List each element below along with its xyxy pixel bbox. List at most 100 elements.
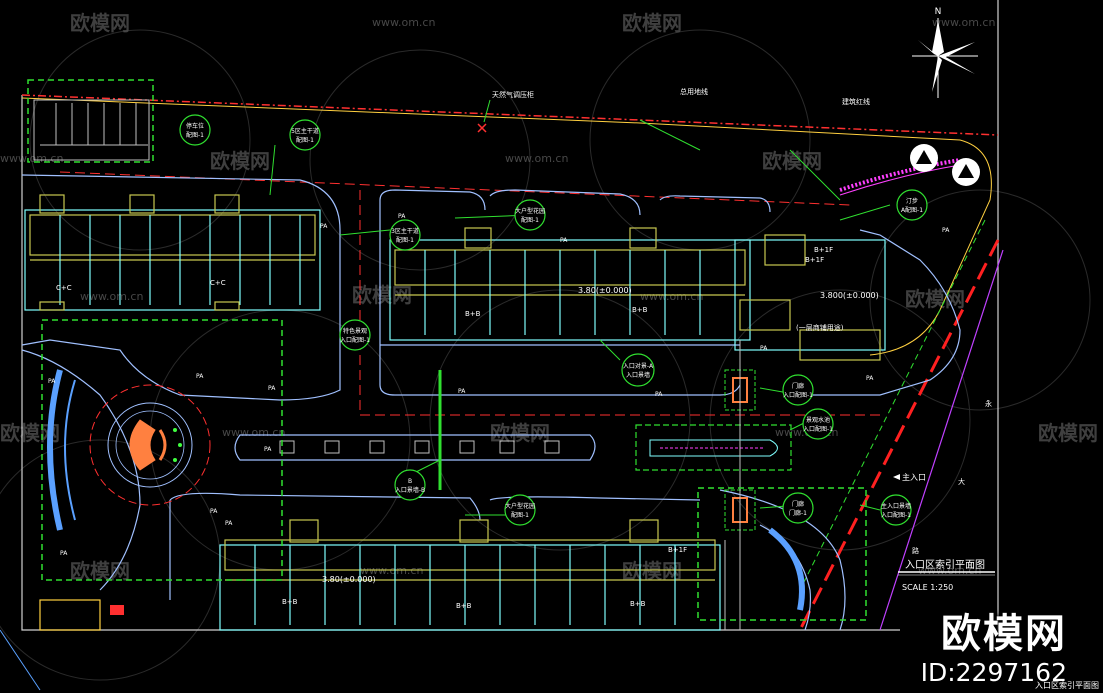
paving-label: PA	[320, 223, 328, 230]
callout-water-feature	[802, 408, 834, 440]
feature-entrance-sublabel: 入口配图-1	[340, 337, 370, 344]
water-feature-label: 景观水池	[806, 416, 830, 424]
paving-label: PA	[210, 508, 218, 515]
walkway-sublabel: A配图-1	[901, 207, 923, 214]
house-entry-b-label: 大户型花园	[505, 502, 535, 510]
property-line-label: 总用地线	[680, 87, 708, 96]
unit-label: B+1F	[814, 246, 833, 254]
paving-label: PA	[268, 385, 276, 392]
index-callouts	[179, 114, 928, 526]
road-label: 永	[985, 399, 992, 408]
watermark-url: www.om.cn	[505, 152, 568, 165]
house-entry-b-sublabel: 配图-1	[511, 512, 529, 519]
water-feature-sublabel: 入口配图-1	[803, 426, 833, 433]
gate-a-sublabel: 入口配图-1	[783, 392, 813, 399]
main-line-b-sublabel: 配图-1	[396, 237, 414, 244]
callout-parking	[179, 114, 211, 146]
north-label: N	[935, 7, 942, 17]
watermark-url: www.om.cn	[372, 16, 435, 29]
leader-lines	[269, 119, 891, 516]
feature-entrance-label: 特色景观	[343, 327, 367, 335]
gate-a-label: 门廊	[792, 382, 804, 390]
walkway-label: 汀步	[906, 197, 918, 205]
watermark-url: www.om.cn	[80, 290, 143, 303]
marker-icons	[910, 144, 980, 186]
unit-label: C+C	[56, 284, 72, 292]
paving-label: PA	[60, 550, 68, 557]
unit-label: B+B	[282, 598, 298, 606]
watermark-url: www.om.cn	[918, 564, 981, 577]
unit-label: B+B	[456, 602, 472, 610]
paving-label: PA	[560, 237, 568, 244]
callout-main-entry-plaza	[880, 494, 912, 526]
first-floor-note: (一层商铺用途)	[796, 323, 844, 332]
road-network	[21, 174, 961, 631]
main-line-a-sublabel: 配图-1	[296, 137, 314, 144]
paving-strip	[279, 440, 560, 454]
callout-text: 停车位 配图-1 5区主干道 配图-1 3区主干道 配图-1 大户型花园 配图-…	[186, 122, 923, 519]
parking-label: 停车位	[186, 122, 204, 130]
watermark-logo: 欧模网	[622, 559, 682, 583]
road-label: 路	[912, 546, 919, 555]
main-entrance-label: 主入口	[902, 472, 926, 482]
paving-label: PA	[398, 213, 406, 220]
building-lower	[219, 519, 721, 631]
house-entry-a-label: 大户型花园	[515, 207, 545, 215]
paving-label: PA	[225, 520, 233, 527]
road-label: 大	[958, 477, 965, 486]
entrance-arrow-icon	[893, 474, 900, 480]
gate-b-label: 门廊	[792, 500, 804, 508]
paving-label: PA	[760, 345, 768, 352]
callout-house-entry-b	[504, 494, 536, 526]
circular-plaza	[47, 369, 211, 531]
callout-house-entry-a	[514, 199, 546, 231]
drawing-title-block: 入口区索引平面图 SCALE 1:250	[898, 558, 995, 592]
brand-logo: 欧模网	[941, 611, 1067, 657]
paving-label: PA	[458, 388, 466, 395]
paving-label: PA	[48, 378, 56, 385]
scale-text: SCALE 1:250	[902, 583, 953, 592]
watermark-logo: 欧模网	[210, 149, 270, 173]
watermark-logo: 欧模网	[70, 11, 130, 35]
main-entry-plaza-label: 主入口景墙	[881, 502, 911, 510]
watermark-url: www.om.cn	[222, 426, 285, 439]
gas-station-label: 天然气调压柜	[492, 90, 534, 99]
gate-structures	[724, 340, 805, 630]
house-entry-a-sublabel: 配图-1	[521, 217, 539, 224]
main-line-b-label: 3区主干道	[391, 227, 419, 235]
callout-feature-entrance	[339, 319, 371, 351]
watermark-logo: 欧模网	[1038, 421, 1098, 445]
building-upper-left	[24, 194, 321, 311]
watermark-logo: 欧模网	[622, 11, 682, 35]
brand-id: ID:2297162	[920, 658, 1067, 687]
callout-entry-plaza-a	[621, 353, 655, 387]
drawing-title: 入口区索引平面图	[905, 558, 985, 571]
callout-entry-plaza-b	[394, 469, 426, 501]
watermark-logo: 欧模网	[762, 149, 822, 173]
watermark-url: www.om.cn	[640, 290, 703, 303]
callout-main-line-b	[389, 219, 421, 251]
entry-plaza-a-label: 入口对景-A	[623, 362, 654, 370]
corner-hatch	[0, 599, 124, 691]
watermark-logo: 欧模网	[490, 421, 550, 445]
paving-label: PA	[655, 391, 663, 398]
entry-plaza-a-sublabel: 入口景墙	[626, 371, 650, 379]
elevation-lower: 3.80(±0.000)	[322, 575, 376, 584]
callout-main-line-a	[289, 119, 321, 151]
corner-title: 入口区索引平面图	[1035, 681, 1099, 690]
paving-label: PA	[866, 375, 874, 382]
watermark-url: www.om.cn	[0, 152, 63, 165]
index-zones	[27, 79, 867, 621]
parking-area	[33, 99, 150, 161]
building-red-line-label: 建筑红线	[842, 97, 870, 106]
callout-gate-b	[782, 492, 814, 524]
paving-label: PA	[942, 227, 950, 234]
parking-sublabel: 配图-1	[186, 132, 204, 139]
building-upper-middle	[389, 227, 886, 361]
callout-walkway	[896, 189, 928, 221]
unit-label: B+1F	[668, 546, 687, 554]
feature-walkway	[839, 158, 961, 196]
unit-label: B+B	[632, 306, 648, 314]
callout-gate-a	[782, 374, 814, 406]
